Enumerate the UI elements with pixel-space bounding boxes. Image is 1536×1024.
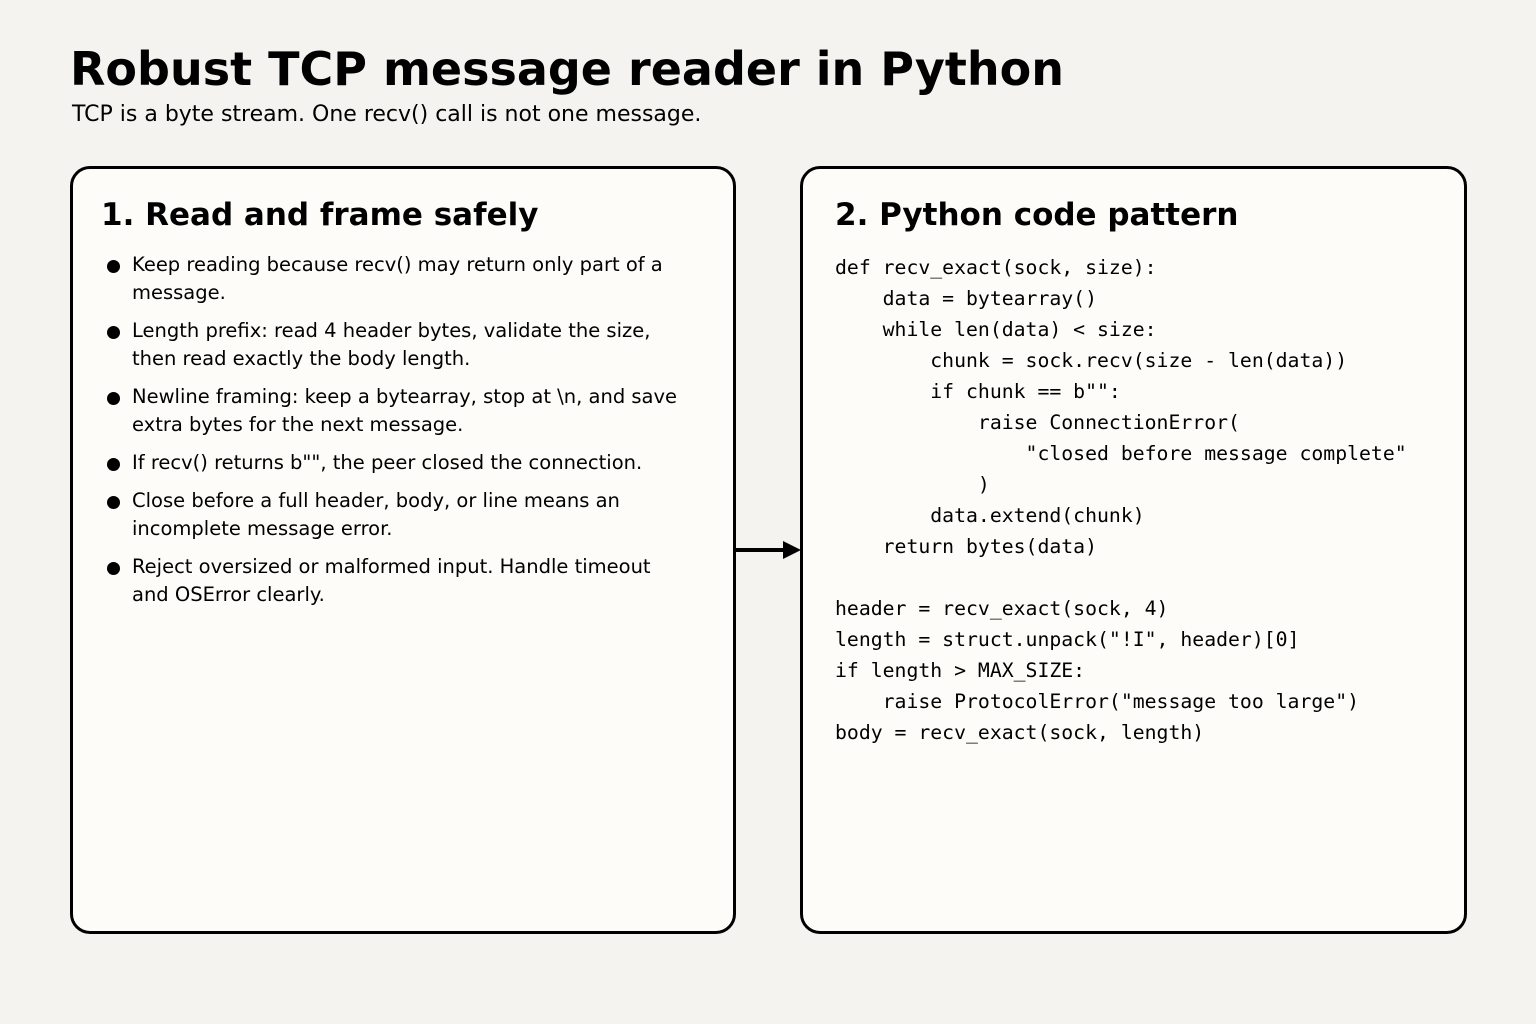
page-title: Robust TCP message reader in Python (70, 42, 1064, 96)
read-frame-heading: 1. Read and frame safely (101, 197, 539, 233)
bullet-text: Length prefix: read 4 header bytes, vali… (132, 319, 651, 370)
flow-arrow-icon (736, 541, 801, 559)
bullet-dot-icon (107, 260, 120, 273)
bullet-item: If recv() returns b"", the peer closed t… (101, 449, 691, 477)
bullet-dot-icon (107, 392, 120, 405)
read-frame-bullet-list: Keep reading because recv() may return o… (101, 251, 691, 619)
bullet-item: Reject oversized or malformed input. Han… (101, 553, 691, 609)
bullet-item: Close before a full header, body, or lin… (101, 487, 691, 543)
code-pattern-heading: 2. Python code pattern (835, 197, 1239, 233)
bullet-dot-icon (107, 496, 120, 509)
read-frame-panel: 1. Read and frame safely Keep reading be… (70, 166, 736, 934)
bullet-item: Newline framing: keep a bytearray, stop … (101, 383, 691, 439)
code-block: def recv_exact(sock, size): data = bytea… (835, 256, 1407, 744)
bullet-item: Keep reading because recv() may return o… (101, 251, 691, 307)
page-subtitle: TCP is a byte stream. One recv() call is… (72, 102, 702, 127)
bullet-dot-icon (107, 458, 120, 471)
bullet-text: Close before a full header, body, or lin… (132, 489, 620, 540)
bullet-dot-icon (107, 326, 120, 339)
bullet-text: If recv() returns b"", the peer closed t… (132, 451, 643, 474)
bullet-text: Newline framing: keep a bytearray, stop … (132, 385, 678, 436)
bullet-item: Length prefix: read 4 header bytes, vali… (101, 317, 691, 373)
bullet-dot-icon (107, 562, 120, 575)
bullet-text: Keep reading because recv() may return o… (132, 253, 663, 304)
code-pattern-panel: 2. Python code pattern def recv_exact(so… (800, 166, 1467, 934)
bullet-text: Reject oversized or malformed input. Han… (132, 555, 651, 606)
